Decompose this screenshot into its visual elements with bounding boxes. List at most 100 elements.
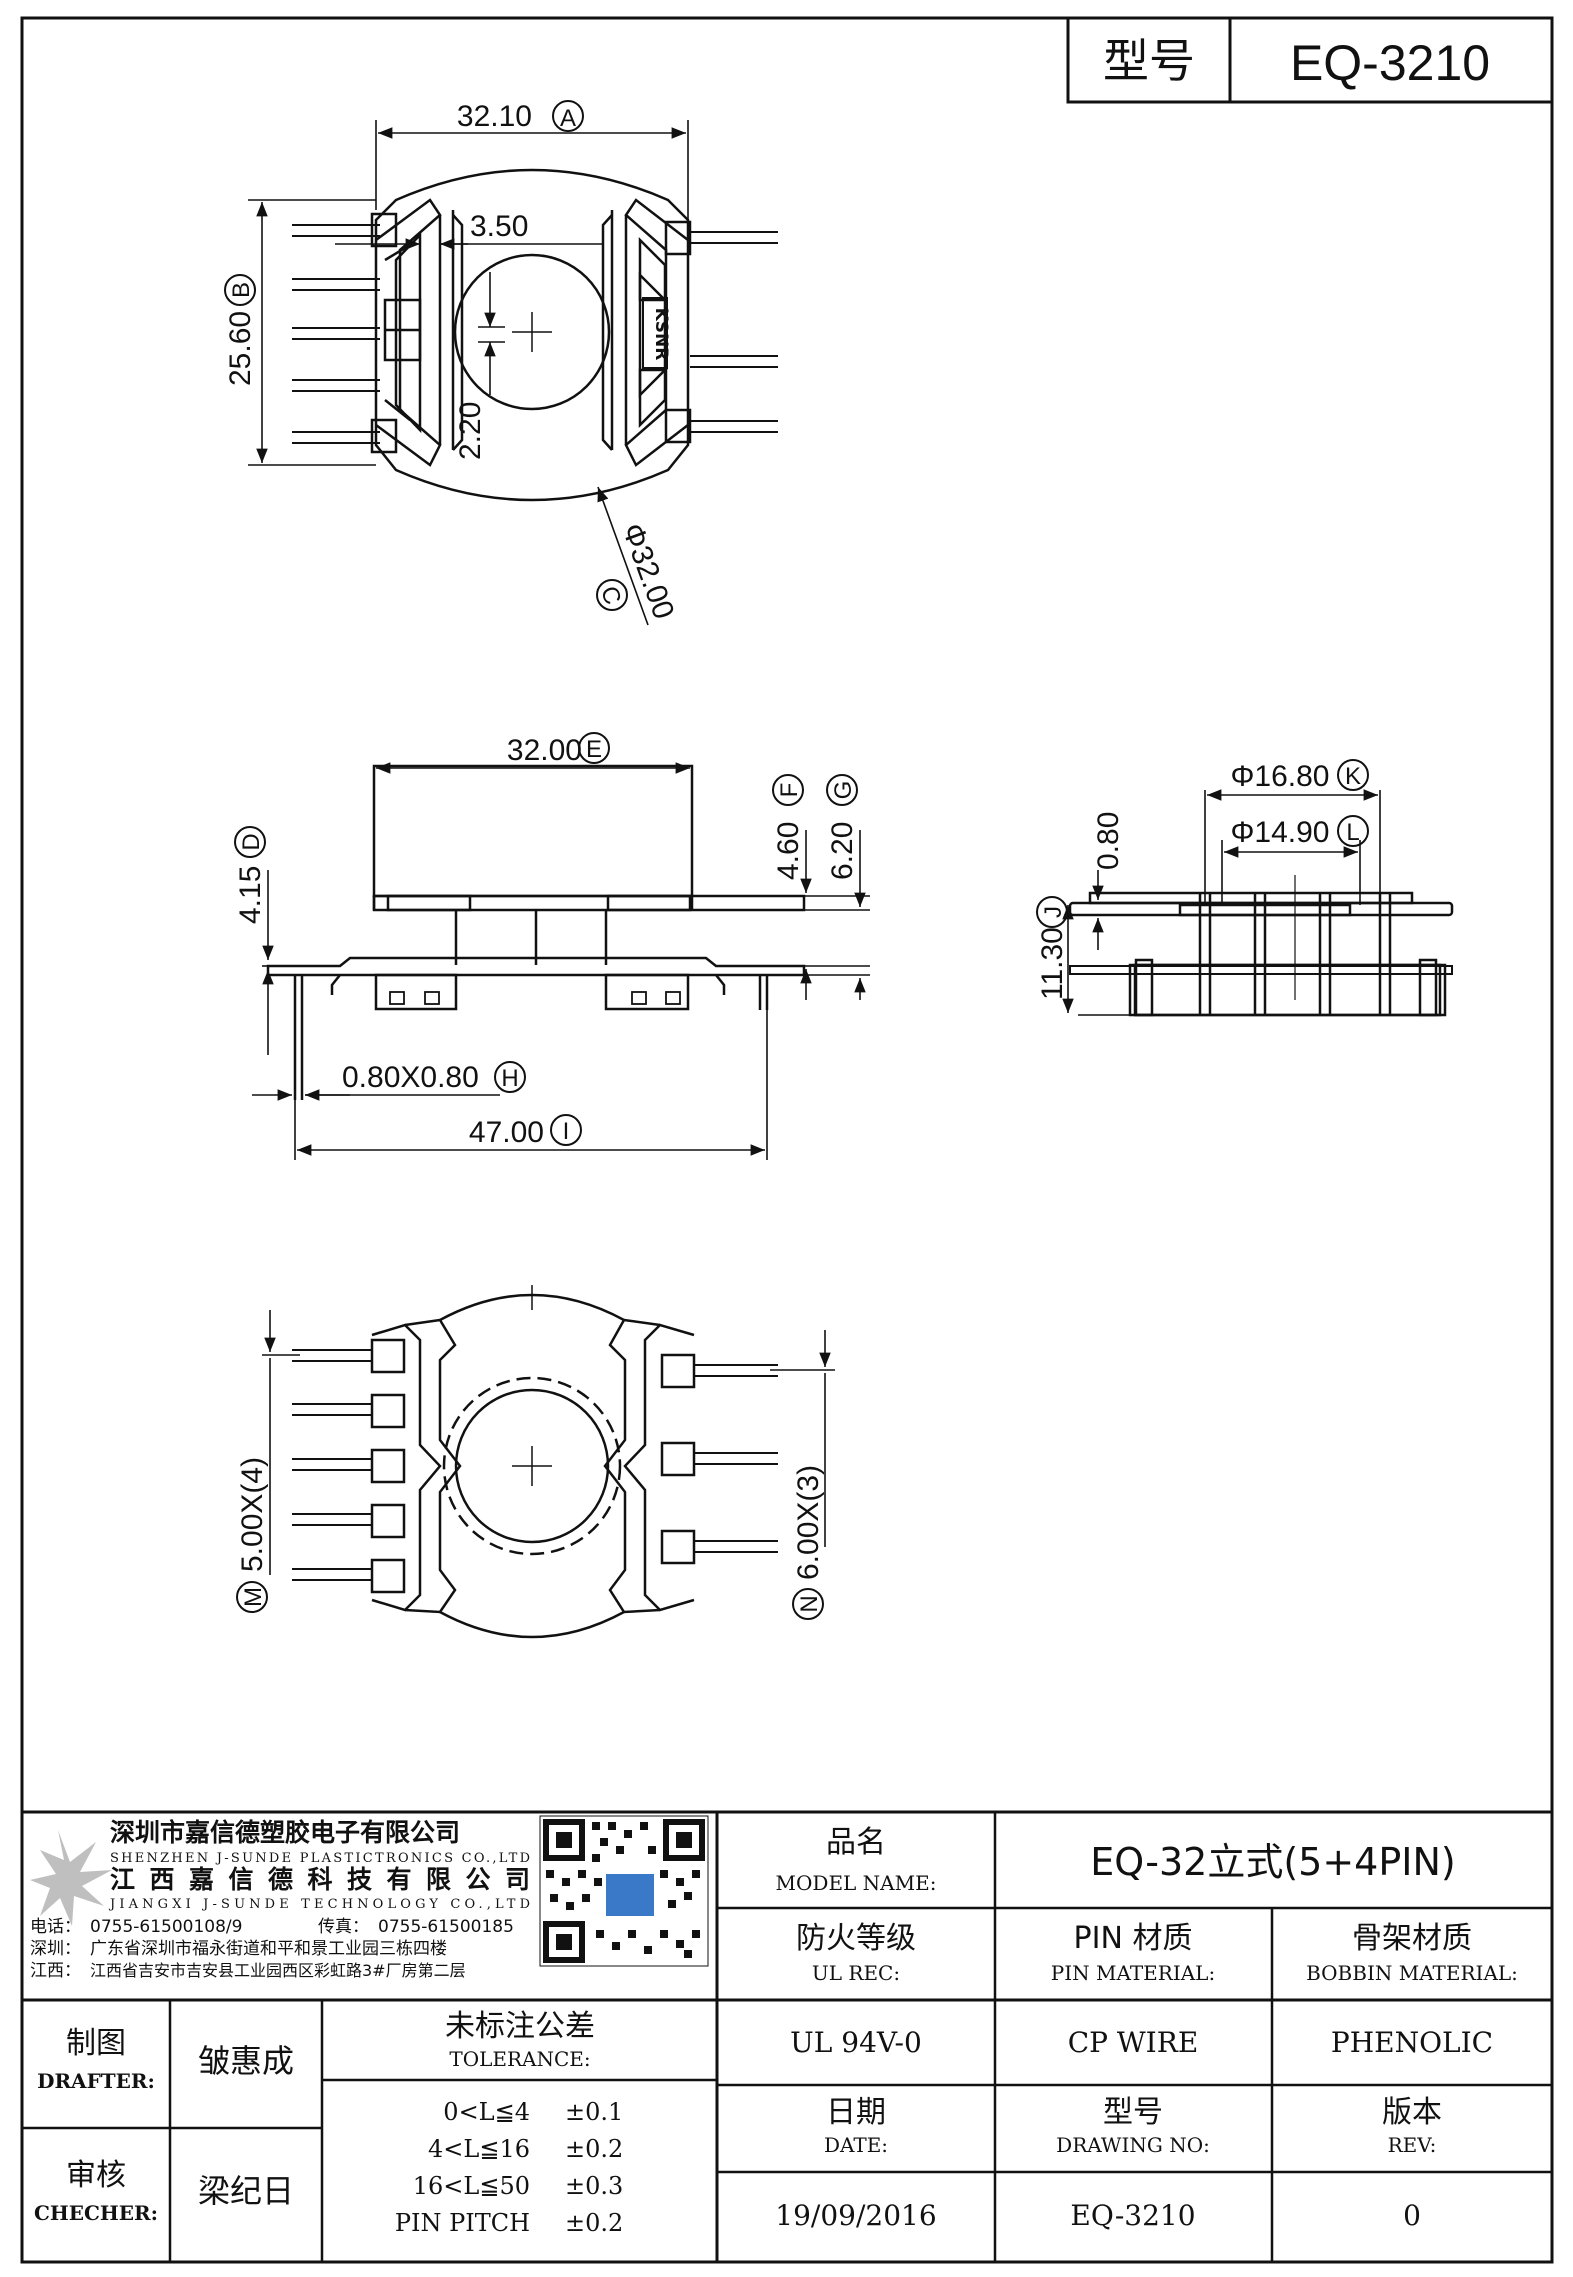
ul-en: UL REC: xyxy=(812,1961,900,1985)
company-name-en-1: SHENZHEN J-SUNDE PLASTICTRONICS CO.,LTD xyxy=(110,1851,530,1866)
dim-p: 5.00X(4) xyxy=(236,1457,269,1572)
date-cn: 日期 xyxy=(826,2095,886,2130)
callout-m: M xyxy=(236,1581,268,1613)
callout-g: G xyxy=(826,774,858,806)
pin-cn: PIN 材质 xyxy=(1074,1921,1193,1956)
company-name-cn-2: 江西嘉信德科技有限公司 xyxy=(110,1865,530,1894)
checker-en: CHECHER: xyxy=(34,2201,158,2225)
dim-d: 3.50 xyxy=(470,210,528,243)
tolerance-value: ±0.1 xyxy=(565,2098,623,2126)
checker-value: 梁纪日 xyxy=(198,2172,294,2210)
svg-text:N: N xyxy=(796,1595,823,1612)
address-sz-label: 深圳： xyxy=(30,1939,81,1959)
tolerance-value: ±0.2 xyxy=(565,2209,623,2237)
pin-value: CP WIRE xyxy=(1068,2026,1199,2059)
company-name-en-2: JIANGXI J-SUNDE TECHNOLOGY CO.,LTD xyxy=(108,1897,530,1912)
address-sz: 广东省深圳市福永街道和平和景工业园三栋四楼 xyxy=(90,1939,447,1959)
svg-text:G: G xyxy=(830,781,857,800)
drawing-cn: 型号 xyxy=(1103,2095,1163,2130)
side-view-dimensions xyxy=(1062,789,1381,1016)
front-view-dimensions xyxy=(252,762,870,1160)
model-name-cn: 品名 xyxy=(826,1825,886,1860)
tolerance-en: TOLERANCE: xyxy=(449,2047,590,2071)
top-view-dimensions xyxy=(248,120,689,626)
dim-i: 4.15 xyxy=(234,866,267,924)
svg-text:E: E xyxy=(586,736,602,763)
rev-cn: 版本 xyxy=(1382,2095,1442,2130)
bobbin-value: PHENOLIC xyxy=(1331,2026,1493,2059)
fax: 0755-61500185 xyxy=(378,1917,514,1937)
top-view xyxy=(292,168,778,502)
dim-q: 6.00X(3) xyxy=(792,1465,825,1580)
phone: 0755-61500108/9 xyxy=(90,1917,242,1937)
dim-k: 47.00 xyxy=(469,1116,544,1149)
dim-n: 0.80 xyxy=(1092,812,1125,870)
bottom-view xyxy=(292,1285,778,1639)
phone-label: 电话： xyxy=(30,1917,81,1937)
drawing-value: EQ-3210 xyxy=(1070,2199,1195,2232)
tolerance-value: ±0.2 xyxy=(565,2135,623,2163)
callout-d: D xyxy=(234,826,266,858)
callout-i: I xyxy=(550,1114,582,1146)
rev-value: 0 xyxy=(1403,2199,1421,2232)
address-jx-label: 江西： xyxy=(30,1961,81,1981)
callout-c: C xyxy=(595,579,628,611)
tolerance-cn: 未标注公差 xyxy=(445,2009,595,2044)
callout-j: J xyxy=(1036,896,1068,928)
tolerance-table: 0<L≦4 ±0.1 4<L≦16 ±0.2 16<L≦50 ±0.3 PIN … xyxy=(395,2098,623,2237)
dim-e: 2.20 xyxy=(454,402,487,460)
company-name-cn-1: 深圳市嘉信德塑胶电子有限公司 xyxy=(110,1818,460,1847)
dim-j: 0.80X0.80 xyxy=(342,1061,479,1094)
tolerance-range: PIN PITCH xyxy=(395,2209,530,2237)
svg-text:F: F xyxy=(776,783,803,798)
top-model-value: EQ-3210 xyxy=(1290,35,1490,91)
title-block xyxy=(22,1810,1552,2262)
rev-en: REV: xyxy=(1388,2133,1437,2157)
model-name-value: EQ-32立式(5+4PIN) xyxy=(1090,1840,1455,1884)
svg-text:H: H xyxy=(501,1065,518,1092)
callout-l: L xyxy=(1337,815,1369,847)
date-en: DATE: xyxy=(824,2133,888,2157)
top-title-box: 型号 EQ-3210 xyxy=(1066,16,1554,104)
svg-text:A: A xyxy=(560,105,576,132)
ul-value: UL 94V-0 xyxy=(790,2026,922,2059)
qr-code xyxy=(539,1815,709,1967)
dim-m: Φ14.90 xyxy=(1230,816,1329,849)
tolerance-range: 4<L≦16 xyxy=(428,2135,530,2163)
svg-text:I: I xyxy=(563,1118,570,1145)
svg-text:J: J xyxy=(1040,906,1067,918)
drawing-en: DRAWING NO: xyxy=(1056,2133,1210,2157)
fax-label: 传真： xyxy=(318,1917,369,1937)
svg-text:D: D xyxy=(238,833,265,850)
sheet-border xyxy=(20,16,1554,2264)
svg-text:B: B xyxy=(228,282,255,298)
callout-a: A xyxy=(552,100,584,132)
dim-h: 6.20 xyxy=(826,822,859,880)
pin-en: PIN MATERIAL: xyxy=(1051,1961,1215,1985)
bottom-view-dimensions xyxy=(262,1310,835,1575)
drafter-en: DRAFTER: xyxy=(37,2069,155,2093)
dim-a: 32.10 xyxy=(457,100,532,133)
company-logo xyxy=(30,1830,112,1926)
svg-text:K: K xyxy=(1345,763,1361,790)
callout-b: B xyxy=(224,274,256,306)
dim-b: 25.60 xyxy=(224,311,257,386)
svg-text:M: M xyxy=(240,1587,267,1607)
part-mark: KSNR xyxy=(651,308,671,361)
front-view xyxy=(266,764,806,1100)
bobbin-cn: 骨架材质 xyxy=(1352,1921,1472,1956)
callout-e: E xyxy=(578,732,610,764)
dim-f: 32.00 xyxy=(507,734,582,767)
ul-cn: 防火等级 xyxy=(796,1921,916,1956)
top-model-label: 型号 xyxy=(1103,34,1195,88)
side-view xyxy=(1068,875,1454,1017)
tolerance-range: 16<L≦50 xyxy=(413,2172,530,2200)
callout-f: F xyxy=(772,774,804,806)
checker-cn: 审核 xyxy=(66,2158,126,2193)
dim-o: 11.30 xyxy=(1036,927,1069,1000)
callout-k: K xyxy=(1337,759,1369,791)
dim-c: Φ32.00 xyxy=(615,519,680,623)
drafter-cn: 制图 xyxy=(66,2026,126,2061)
callout-h: H xyxy=(494,1061,526,1093)
